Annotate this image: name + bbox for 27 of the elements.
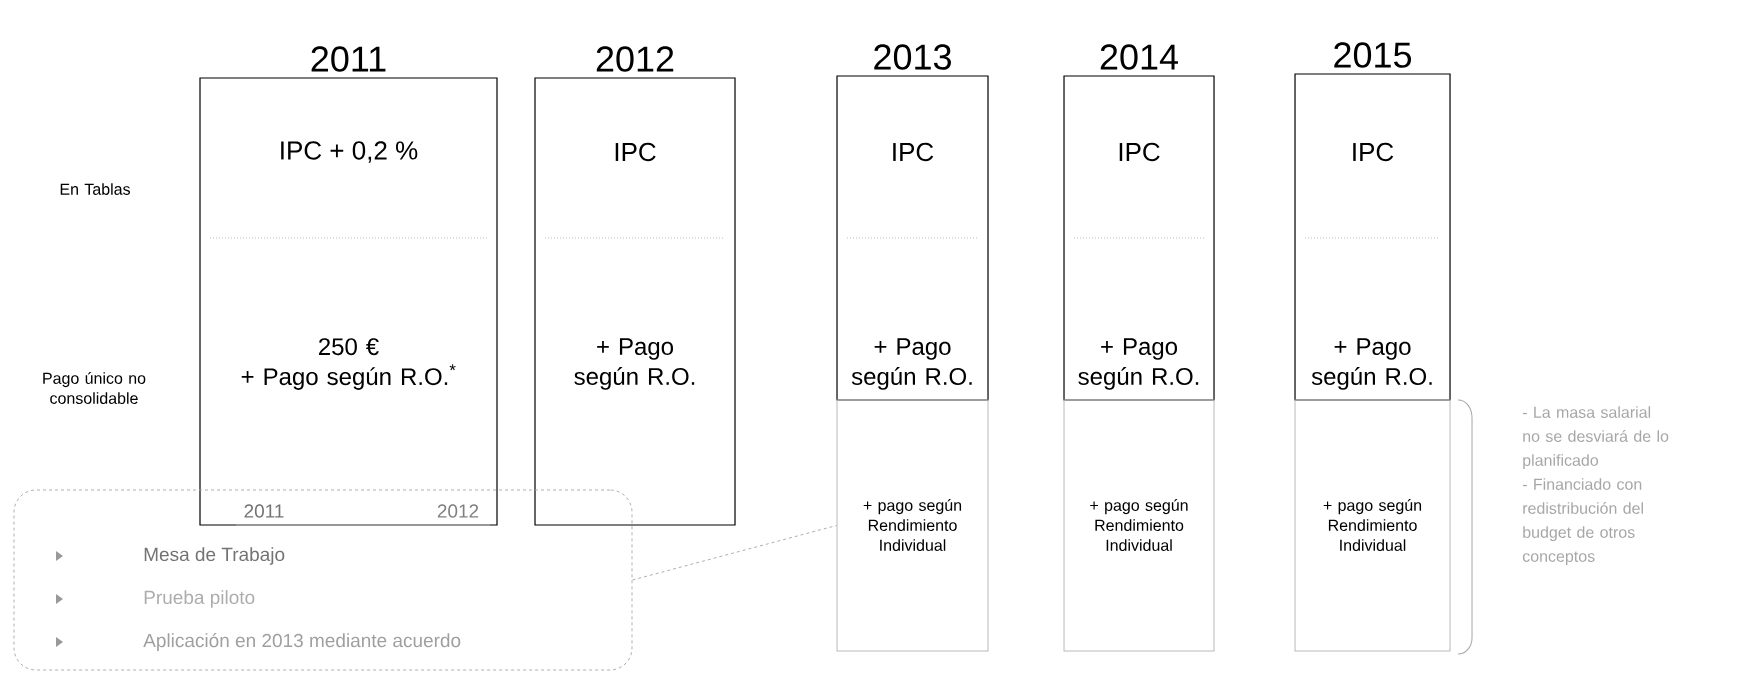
list-item: Aplicación en 2013 mediante acuerdo bbox=[143, 633, 461, 651]
year-heading: 2012 bbox=[596, 46, 674, 72]
index-text: IPC bbox=[1119, 142, 1160, 162]
payment-text: + Pago según R.O. bbox=[851, 338, 972, 390]
performance-text: + pago según Rendimiento Individual bbox=[1323, 499, 1422, 551]
payment-text: 250 € + Pago según R.O.$^{*}$ bbox=[241, 338, 456, 390]
index-text: IPC bbox=[1353, 142, 1394, 162]
payment-text: + Pago según R.O. bbox=[1311, 338, 1432, 390]
year-heading: 2014 bbox=[1100, 44, 1178, 70]
list-item: Prueba piloto bbox=[144, 590, 255, 608]
note-text: - La masa salarial no se desviará de lo planificado bbox=[1522, 406, 1669, 470]
year-text: 2011 bbox=[244, 504, 284, 518]
performance-text: + pago según Rendimiento Individual bbox=[1090, 499, 1188, 551]
year-heading: 2011 bbox=[311, 46, 386, 72]
row-label: En Tablas bbox=[60, 183, 130, 195]
row-label: Pago único no consolidable bbox=[43, 372, 146, 404]
year-heading: 2013 bbox=[874, 44, 951, 70]
year-heading: 2015 bbox=[1334, 42, 1412, 68]
year-text: 2012 bbox=[437, 504, 479, 518]
index-text: IPC bbox=[615, 142, 656, 162]
performance-text: + pago según Rendimiento Individual bbox=[863, 499, 962, 551]
list-item: Mesa de Trabajo bbox=[144, 547, 285, 565]
payment-text: + Pago según R.O. bbox=[1078, 338, 1199, 390]
payment-text: + Pago según R.O. bbox=[574, 338, 695, 390]
note-text: - Financiado con redistribución del budget de otros conceptos bbox=[1522, 478, 1643, 566]
index-text: IPC + 0,2 % bbox=[281, 141, 418, 163]
index-text: IPC bbox=[893, 142, 934, 162]
